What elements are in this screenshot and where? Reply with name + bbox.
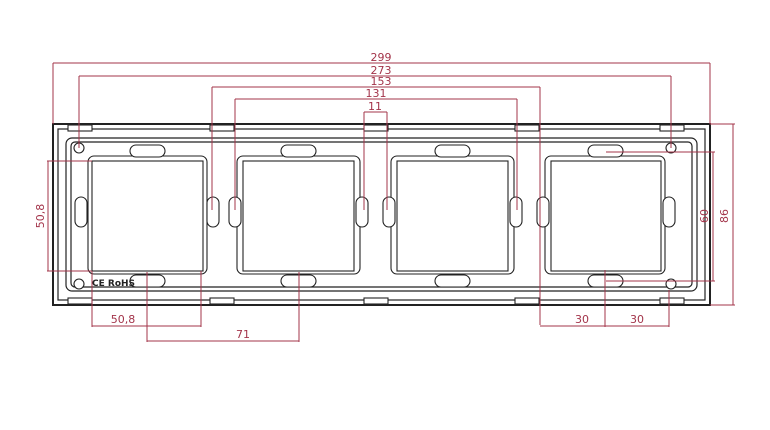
switch-frame: [52, 123, 711, 306]
dimensions-left: 50,8: [34, 160, 92, 272]
dim-11: 11: [368, 100, 382, 113]
dim-50-8-horizontal: 50,8: [111, 313, 136, 326]
dim-273: 273: [371, 64, 392, 77]
module-3: [382, 144, 523, 288]
dim-299: 299: [371, 51, 392, 64]
dim-71: 71: [236, 328, 250, 341]
dim-153: 153: [371, 75, 392, 88]
dim-30-a: 30: [575, 313, 589, 326]
mount-hole-icon: [73, 278, 85, 290]
dim-60: 60: [698, 209, 711, 223]
module-1: [74, 144, 220, 288]
module-2: [228, 144, 369, 288]
ce-rohs-marking: CE RoHS: [92, 279, 135, 289]
dim-86: 86: [718, 209, 731, 223]
dimensions-bottom: 50,8 71 30 30: [91, 270, 670, 342]
dimensions-right: 60 86: [606, 123, 735, 306]
dim-131: 131: [366, 87, 387, 100]
dim-50-8-vertical: 50,8: [34, 204, 47, 229]
dim-30-b: 30: [630, 313, 644, 326]
dimensions-top: 299 273 153 131 11: [52, 51, 711, 325]
module-4: [536, 144, 676, 288]
